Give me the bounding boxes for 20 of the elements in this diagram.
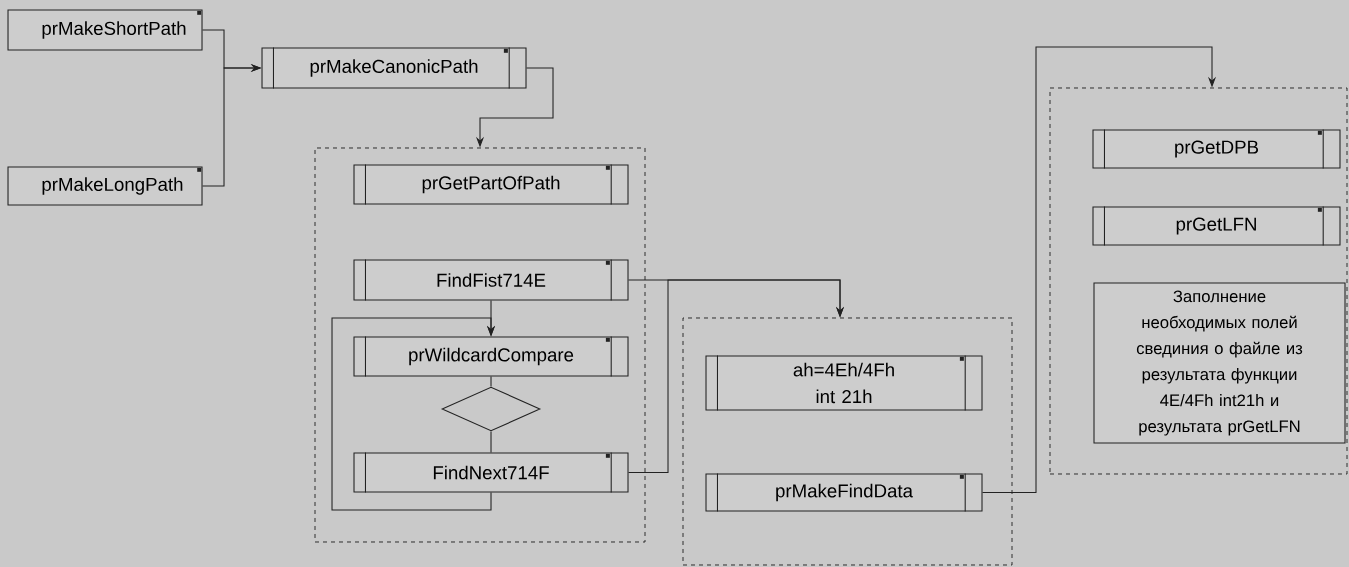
connector-line (490, 376, 492, 387)
process-box: prGetLFN (1092, 205, 1341, 247)
process-box: FindNext714F (353, 451, 629, 494)
arrow (628, 279, 845, 474)
arrow (331, 317, 496, 511)
process-box: prGetPartOfPath (353, 163, 629, 206)
process-box: prMakeCanonicPath (261, 46, 527, 90)
dashed-group-frame (314, 147, 646, 543)
process-box: prWildcardCompare (353, 335, 629, 378)
dashed-group-frame (682, 317, 1013, 566)
process-box: ah=4Eh/4Fh int 21h (705, 354, 983, 412)
text-box: Заполнение необходимых полей свединия о файле из результата функции 4E/4Fh int21h и результата prGetLFN (1093, 282, 1346, 444)
process-box: prGetDPB (1092, 128, 1341, 170)
dashed-group-frame (1049, 87, 1348, 475)
process-box: prMakeLongPath (7, 166, 203, 206)
process-box: FindFist714E (353, 258, 629, 302)
process-box: prMakeFindData (705, 472, 983, 513)
arrow (982, 46, 1217, 494)
process-box: prMakeShortPath (7, 9, 203, 51)
connector-line (490, 431, 492, 453)
